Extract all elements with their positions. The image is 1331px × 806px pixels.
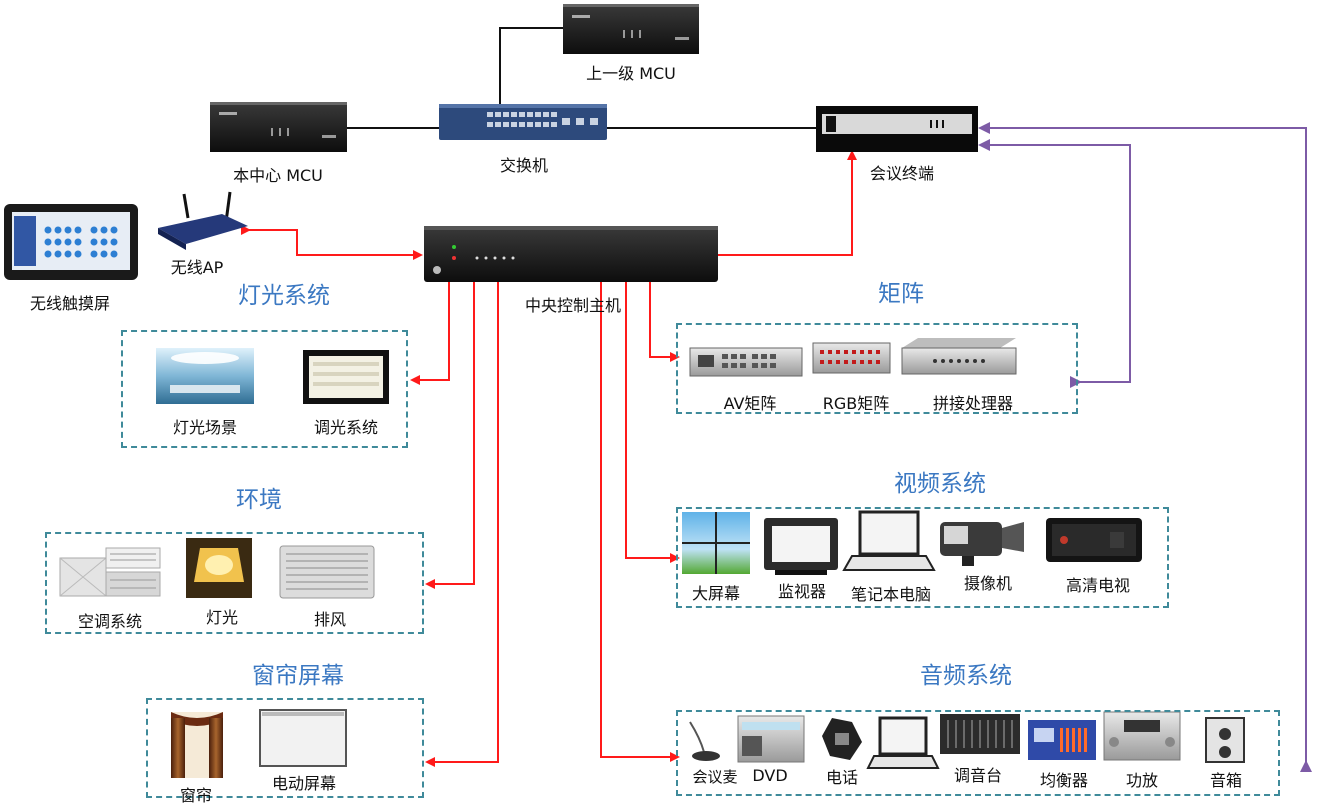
exhaust-fan-image <box>279 545 375 599</box>
video-section-title: 视频系统 <box>894 471 986 497</box>
telephone-label: 电话 <box>825 768 858 787</box>
electric-screen-image <box>259 709 347 767</box>
air-conditioning-image <box>59 547 161 597</box>
environment-light-image <box>186 538 252 598</box>
curtain-screen-group-box <box>146 698 424 798</box>
speaker-image <box>1205 717 1245 763</box>
dvd-label: DVD <box>752 766 788 785</box>
amplifier-label: 功放 <box>1125 771 1158 790</box>
network-lines <box>346 27 818 129</box>
av-matrix-label: AV矩阵 <box>723 394 777 413</box>
camera-image <box>940 522 1024 566</box>
amplifier-image <box>1103 711 1181 761</box>
camera-label: 摄像机 <box>963 574 1012 593</box>
environment-section-title: 环境 <box>236 487 282 513</box>
curtain-label: 窗帘 <box>179 786 212 805</box>
laptop-audio-image <box>866 716 940 769</box>
video-group-box <box>676 507 1169 608</box>
matrix-section-title: 矩阵 <box>878 281 924 307</box>
switch-label: 交换机 <box>499 156 548 175</box>
link-lines <box>978 122 1312 772</box>
laptop-label: 笔记本电脑 <box>850 585 931 604</box>
environment-light-label: 灯光 <box>205 608 238 627</box>
telephone-image <box>822 718 862 760</box>
conference-mic-image <box>689 721 720 761</box>
mixer-label: 调音台 <box>953 766 1002 785</box>
conference-terminal-label: 会议终端 <box>869 164 934 183</box>
conference-terminal-device <box>816 106 978 152</box>
dimming-system-image <box>303 350 389 404</box>
electric-screen-label: 电动屏幕 <box>271 774 336 793</box>
matrix-group-box <box>676 323 1078 414</box>
central-controller-device <box>424 226 718 282</box>
hdtv-label: 高清电视 <box>1065 576 1130 595</box>
rgb-matrix-label: RGB矩阵 <box>822 394 890 413</box>
splicing-processor-label: 拼接处理器 <box>932 394 1013 413</box>
monitor-image <box>764 518 838 575</box>
dvd-image <box>737 715 805 763</box>
curtain-image <box>171 712 223 778</box>
local-mcu-device <box>210 102 347 152</box>
local-mcu-label: 本中心 MCU <box>233 166 323 185</box>
lighting-group-box <box>121 330 408 448</box>
environment-group-box <box>45 532 424 634</box>
mixer-image <box>940 714 1020 754</box>
av-matrix-image <box>689 347 803 377</box>
equalizer-image <box>1028 720 1096 760</box>
curtain-screen-section-title: 窗帘屏幕 <box>252 663 344 689</box>
control-lines <box>241 150 857 767</box>
conference-mic-label: 会议麦 <box>692 768 738 786</box>
wireless-ap-device <box>158 191 248 250</box>
lighting-scene-image <box>156 348 254 404</box>
touch-screen-device <box>4 204 138 280</box>
monitor-label: 监视器 <box>777 582 826 601</box>
lighting-scene-label: 灯光场景 <box>172 418 237 437</box>
touch-screen-label: 无线触摸屏 <box>29 294 110 313</box>
upper-mcu-label: 上一级 MCU <box>586 64 676 83</box>
dimming-system-label: 调光系统 <box>313 418 378 437</box>
hdtv-image <box>1046 518 1142 562</box>
wireless-ap-label: 无线AP <box>170 258 224 277</box>
speaker-label: 音箱 <box>1209 771 1242 790</box>
switch-device <box>439 104 607 140</box>
audio-section-title: 音频系统 <box>920 663 1012 689</box>
central-controller-label: 中央控制主机 <box>524 296 621 315</box>
air-conditioning-label: 空调系统 <box>77 612 142 631</box>
big-screen-image <box>682 512 750 574</box>
splicing-processor-image <box>901 338 1017 375</box>
exhaust-fan-label: 排风 <box>313 610 346 629</box>
equalizer-label: 均衡器 <box>1039 771 1088 790</box>
laptop-image <box>842 510 936 571</box>
audio-group-box <box>676 710 1280 796</box>
rgb-matrix-image <box>812 342 891 374</box>
upper-mcu-device <box>563 4 699 54</box>
lighting-section-title: 灯光系统 <box>238 283 330 309</box>
big-screen-label: 大屏幕 <box>691 584 740 603</box>
